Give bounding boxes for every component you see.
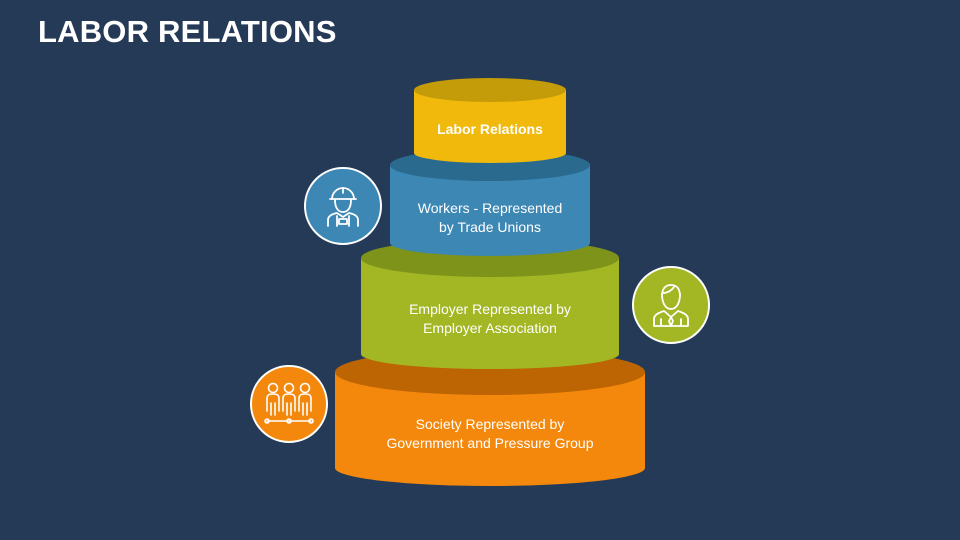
tier-label-line: Labor Relations bbox=[437, 121, 543, 137]
tier-labor-relations bbox=[414, 78, 566, 163]
badge-workers bbox=[304, 167, 382, 245]
badge-society bbox=[250, 365, 328, 443]
businessman-icon bbox=[653, 284, 689, 327]
tier-label-line: by Trade Unions bbox=[439, 219, 541, 235]
worker-hardhat-icon bbox=[327, 187, 359, 227]
badge-employer bbox=[632, 266, 710, 344]
tier-label-workers: Workers - Represented by Trade Unions bbox=[390, 199, 590, 237]
tier-labor-relations-top bbox=[414, 78, 566, 102]
tier-label-line: Workers - Represented bbox=[417, 200, 563, 216]
tier-label-society: Society Represented by Government and Pr… bbox=[335, 415, 645, 453]
tier-label-line: Government and Pressure Group bbox=[386, 435, 594, 451]
tier-label-line: Employer Association bbox=[423, 320, 557, 336]
tier-label-employer: Employer Represented by Employer Associa… bbox=[361, 300, 619, 338]
tier-employer-body bbox=[361, 258, 619, 369]
tier-workers-body bbox=[390, 165, 590, 256]
tier-label-line: Employer Represented by bbox=[409, 301, 571, 317]
tier-label-line: Society Represented by bbox=[415, 416, 565, 432]
tier-society-body bbox=[335, 372, 645, 486]
page-title: LABOR RELATIONS bbox=[38, 14, 337, 49]
tier-labor-relations-body bbox=[414, 90, 566, 163]
people-group-icon bbox=[264, 382, 314, 424]
tier-label-labor-relations: Labor Relations bbox=[414, 120, 566, 139]
